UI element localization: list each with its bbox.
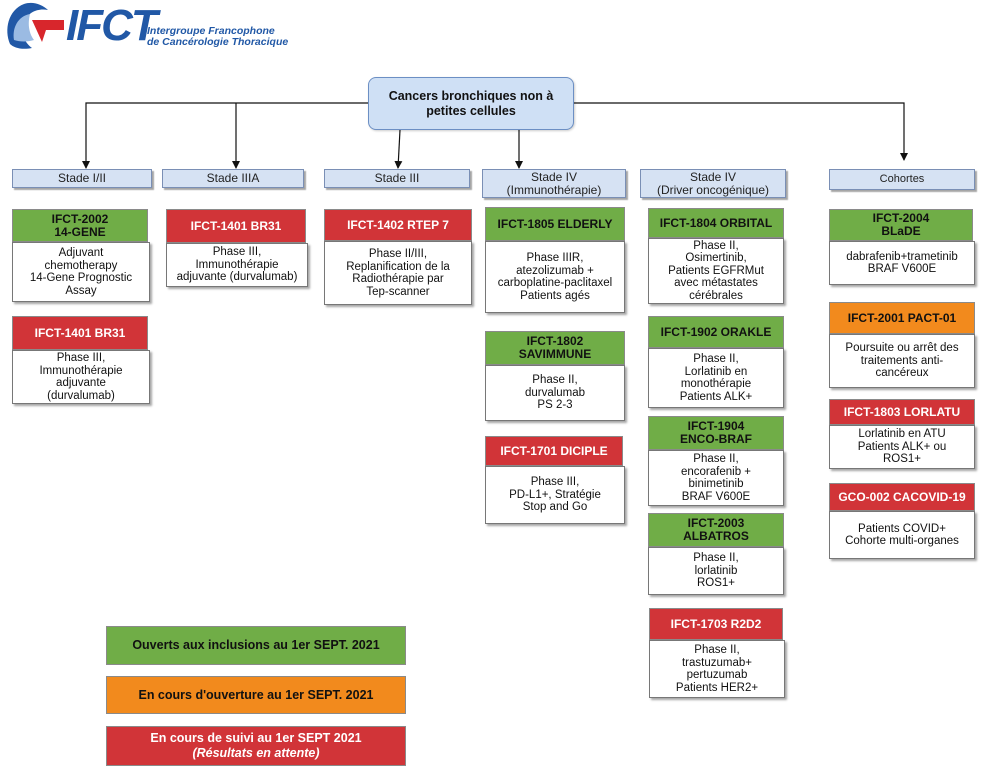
- legend-sub-label: (Résultats en attente): [192, 746, 320, 760]
- trial-card-title: IFCT-1904 ENCO-BRAF: [648, 416, 784, 450]
- trial-card-body: Phase II/III, Replanification de la Radi…: [324, 241, 472, 305]
- trial-title-text: IFCT-1803 LORLATU: [843, 404, 961, 419]
- trial-title-text: IFCT-1401 BR31: [34, 325, 126, 340]
- trial-card-title: IFCT-1803 LORLATU: [829, 399, 975, 425]
- trial-card-body: Phase III, PD-L1+, Stratégie Stop and Go: [485, 466, 625, 524]
- trial-title-text: IFCT-1703 R2D2: [670, 616, 762, 631]
- trial-body-text: Phase II, encorafenib + binimetinib BRAF…: [680, 453, 751, 503]
- stage-label: Stade III: [374, 171, 420, 185]
- trial-card-title: IFCT-1401 BR31: [166, 209, 306, 243]
- stage-header-6: Cohortes: [829, 169, 975, 190]
- stage-label: Cohortes: [879, 173, 925, 185]
- trial-title-text: IFCT-1902 ORAKLE: [660, 324, 772, 339]
- trial-card-body: Phase II, durvalumab PS 2-3: [485, 365, 625, 421]
- trial-title-text: IFCT-2001 PACT-01: [847, 310, 957, 325]
- trial-card-body: Phase II, lorlatinib ROS1+: [648, 547, 784, 595]
- legend-opening: En cours d'ouverture au 1er SEPT. 2021: [106, 676, 406, 714]
- trial-card-title: IFCT-2004 BLaDE: [829, 209, 973, 241]
- legend-follow-up: En cours de suivi au 1er SEPT 2021 (Résu…: [106, 726, 406, 766]
- trial-card-title: IFCT-2001 PACT-01: [829, 302, 975, 334]
- trial-body-text: Phase II/III, Replanification de la Radi…: [346, 248, 450, 298]
- trial-card-body: Phase III, Immunothérapie adjuvante (dur…: [166, 243, 308, 287]
- connector-stage-6: [574, 102, 908, 161]
- trial-card-body: Phase II, Osimertinib, Patients EGFRMut …: [648, 238, 784, 304]
- trial-body-text: Phase II, trastuzumab+ pertuzumab Patien…: [675, 644, 759, 694]
- trial-card-title: IFCT-1902 ORAKLE: [648, 316, 784, 348]
- trial-body-text: Phase III, Immunothérapie adjuvante (dur…: [176, 246, 298, 284]
- trial-body-text: Poursuite ou arrêt des traitements anti-…: [845, 342, 959, 380]
- stage-label: Stade IIIA: [206, 171, 260, 185]
- legend-label: En cours d'ouverture au 1er SEPT. 2021: [138, 687, 374, 702]
- trial-title-text: GCO-002 CACOVID-19: [838, 489, 966, 504]
- trial-card-body: Adjuvant chemotherapy 14-Gene Prognostic…: [12, 242, 150, 302]
- trial-title-text: IFCT-1402 RTEP 7: [347, 217, 449, 232]
- trial-card-body: Phase IIIR, atezolizumab + carboplatine-…: [485, 241, 625, 313]
- stage-header-4: Stade IV (Immunothérapie): [482, 169, 626, 198]
- ifct-logo-icon: [7, 2, 64, 49]
- trial-body-text: Phase II, durvalumab PS 2-3: [524, 374, 586, 412]
- root-label: Cancers bronchiques non à petites cellul…: [388, 88, 554, 118]
- trial-card-body: dabrafenib+trametinib BRAF V600E: [829, 241, 975, 285]
- trial-card-title: IFCT-2002 14-GENE: [12, 209, 148, 242]
- trial-card-title: IFCT-1703 R2D2: [649, 608, 783, 640]
- trial-card-title: GCO-002 CACOVID-19: [829, 483, 975, 511]
- trial-card-title: IFCT-1401 BR31: [12, 316, 148, 350]
- legend-label: Ouverts aux inclusions au 1er SEPT. 2021: [132, 638, 380, 652]
- trial-body-text: Adjuvant chemotherapy 14-Gene Prognostic…: [29, 247, 133, 297]
- stage-header-3: Stade III: [324, 169, 470, 188]
- stage-label: Stade IV (Driver oncogénique): [656, 169, 770, 197]
- legend-label: En cours de suivi au 1er SEPT 2021: [150, 731, 362, 745]
- root-node: Cancers bronchiques non à petites cellul…: [368, 77, 574, 130]
- trial-body-text: dabrafenib+trametinib BRAF V600E: [846, 250, 958, 276]
- stage-label: Stade I/II: [57, 171, 107, 185]
- stage-header-2: Stade IIIA: [162, 169, 304, 188]
- trial-body-text: Phase III, PD-L1+, Stratégie Stop and Go: [509, 476, 601, 514]
- trial-title-text: IFCT-2004 BLaDE: [872, 211, 930, 238]
- trial-body-text: Phase IIIR, atezolizumab + carboplatine-…: [497, 252, 613, 302]
- trial-card-title: IFCT-1805 ELDERLY: [485, 207, 625, 241]
- trial-body-text: Phase III, Immunothérapie adjuvante (dur…: [39, 352, 123, 402]
- logo-wordmark: IFCT: [66, 1, 158, 50]
- stage-header-1: Stade I/II: [12, 169, 152, 188]
- trial-body-text: Phase II, lorlatinib ROS1+: [693, 552, 739, 590]
- trial-title-text: IFCT-1401 BR31: [190, 218, 282, 233]
- trial-card-body: Phase II, trastuzumab+ pertuzumab Patien…: [649, 640, 785, 698]
- trial-body-text: Patients COVID+ Cohorte multi-organes: [845, 522, 959, 548]
- logo-tagline-line-2: de Cancérologie Thoracique: [147, 36, 289, 48]
- trial-card-title: IFCT-1802 SAVIMMUNE: [485, 331, 625, 365]
- trial-card-body: Phase III, Immunothérapie adjuvante (dur…: [12, 350, 150, 404]
- trial-card-body: Patients COVID+ Cohorte multi-organes: [829, 511, 975, 559]
- trial-body-text: Phase II, Lorlatinib en monothérapie Pat…: [679, 353, 753, 403]
- stage-label: Stade IV (Immunothérapie): [506, 169, 602, 197]
- trial-body-text: Phase II, Osimertinib, Patients EGFRMut …: [668, 239, 764, 302]
- trial-title-text: IFCT-2002 14-GENE: [51, 211, 109, 239]
- trial-title-text: IFCT-1802 SAVIMMUNE: [518, 334, 592, 361]
- trial-title-text: IFCT-1805 ELDERLY: [497, 216, 613, 231]
- trial-card-title: IFCT-1402 RTEP 7: [324, 209, 472, 241]
- trial-card-title: IFCT-1804 ORBITAL: [648, 208, 784, 238]
- connector-stage-3: [394, 129, 403, 169]
- stage-header-5: Stade IV (Driver oncogénique): [640, 169, 786, 198]
- logo-tagline-line-1: Intergroupe Francophone: [147, 25, 275, 37]
- trial-card-body: Phase II, Lorlatinib en monothérapie Pat…: [648, 348, 784, 408]
- trial-card-title: IFCT-1701 DICIPLE: [485, 436, 623, 466]
- logo-tagline: Intergroupe Francophone de Cancérologie …: [147, 26, 288, 48]
- trial-title-text: IFCT-1701 DICIPLE: [500, 443, 608, 458]
- trial-card-body: Poursuite ou arrêt des traitements anti-…: [829, 334, 975, 388]
- trial-title-text: IFCT-2003 ALBATROS: [683, 516, 749, 543]
- legend-open: Ouverts aux inclusions au 1er SEPT. 2021: [106, 626, 406, 665]
- trial-title-text: IFCT-1904 ENCO-BRAF: [680, 419, 752, 446]
- trial-title-text: IFCT-1804 ORBITAL: [659, 215, 773, 230]
- trial-body-text: Lorlatinib en ATU Patients ALK+ ou ROS1+: [857, 428, 947, 466]
- connector-stage-1: [82, 102, 368, 169]
- trial-card-title: IFCT-2003 ALBATROS: [648, 513, 784, 547]
- trial-card-body: Phase II, encorafenib + binimetinib BRAF…: [648, 450, 784, 506]
- trial-card-body: Lorlatinib en ATU Patients ALK+ ou ROS1+: [829, 425, 975, 469]
